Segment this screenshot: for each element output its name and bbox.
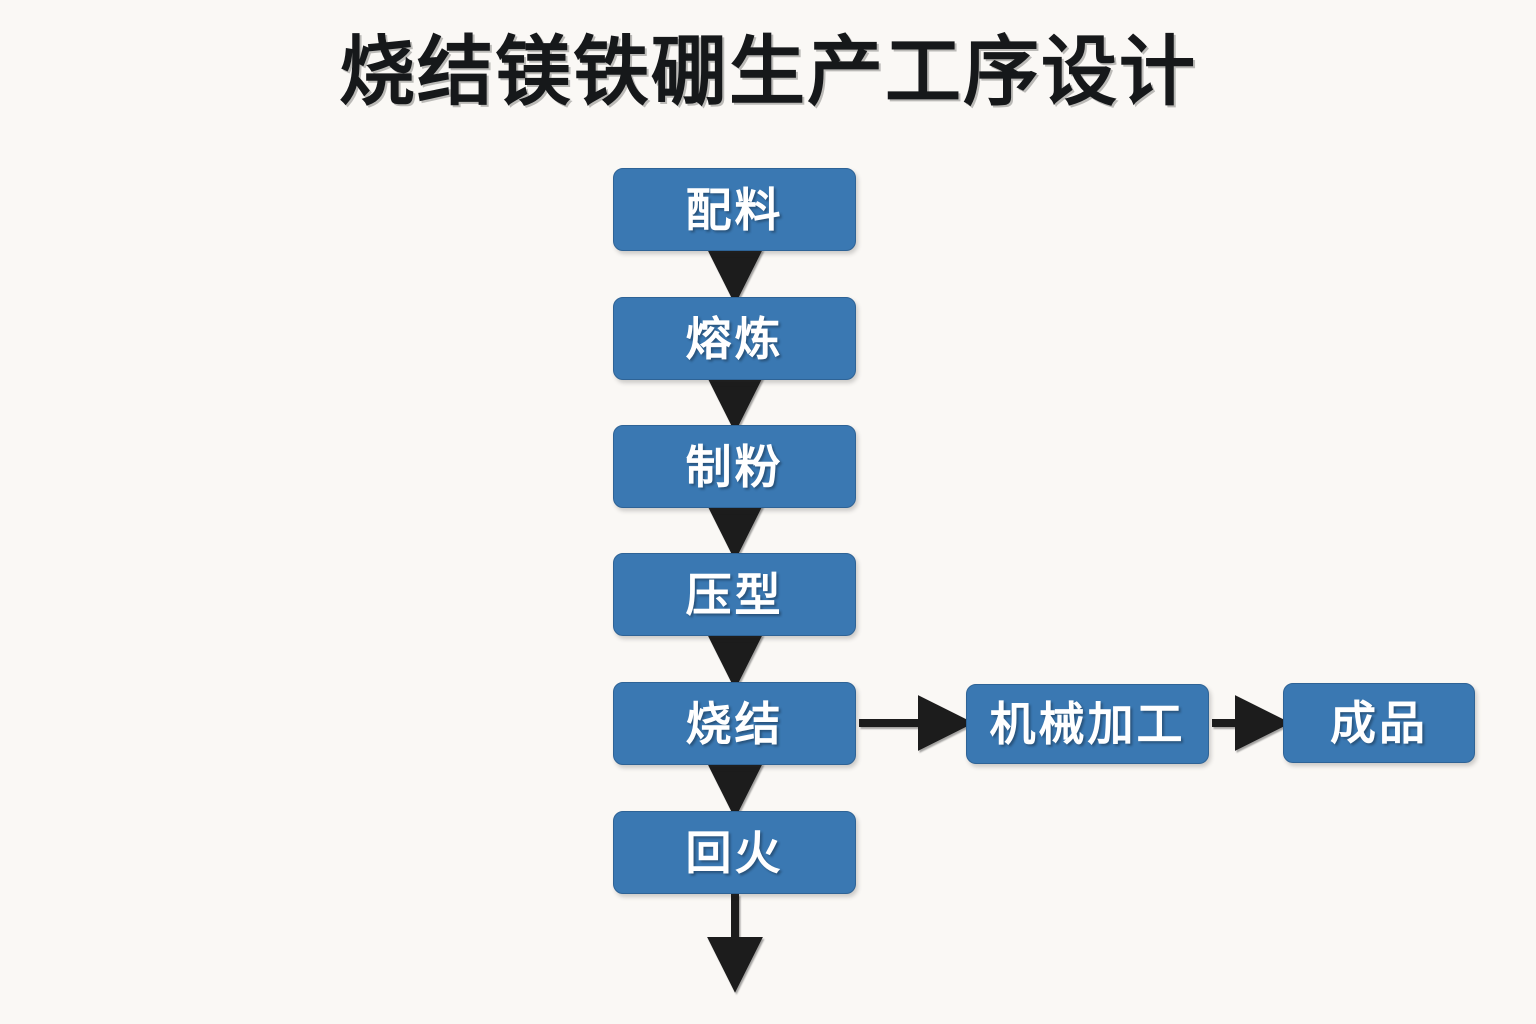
node-yaxing[interactable]: 压型 <box>613 553 856 636</box>
page-title: 烧结镁铁硼生产工序设计 <box>339 30 1197 115</box>
node-peiliao-label: 配料 <box>685 183 784 236</box>
node-zhifen-label: 制粉 <box>685 440 784 493</box>
node-huihuo[interactable]: 回火 <box>613 811 856 894</box>
node-rongliian-label: 熔炼 <box>685 312 784 365</box>
node-rongliian[interactable]: 熔炼 <box>613 297 856 380</box>
node-shaojie-label: 烧结 <box>685 697 784 750</box>
node-yaxing-label: 压型 <box>685 568 784 621</box>
node-jixiejiagong-label: 机械加工 <box>989 698 1186 750</box>
node-shaojie[interactable]: 烧结 <box>613 682 856 765</box>
node-chengpin-label: 成品 <box>1330 697 1428 749</box>
node-peiliao[interactable]: 配料 <box>613 168 856 251</box>
node-huihuo-label: 回火 <box>685 826 784 879</box>
node-zhifen[interactable]: 制粉 <box>613 425 856 508</box>
node-chengpin[interactable]: 成品 <box>1283 683 1475 763</box>
node-jixiejiagong[interactable]: 机械加工 <box>966 684 1209 764</box>
